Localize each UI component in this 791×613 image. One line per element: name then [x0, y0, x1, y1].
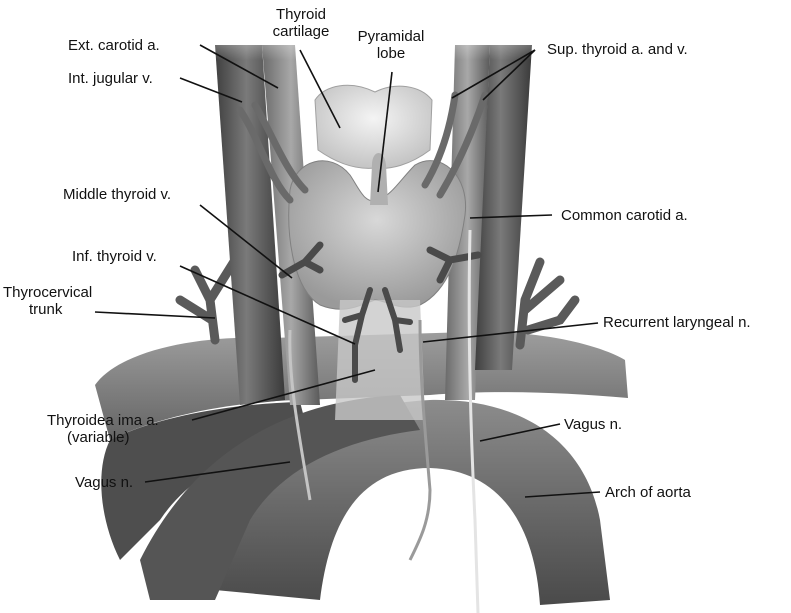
- label-thyroid-cartilage: Thyroid cartilage: [246, 6, 356, 40]
- label-thyrocervical: Thyrocervical trunk: [3, 284, 92, 318]
- label-inf-thyroid: Inf. thyroid v.: [72, 248, 157, 265]
- label-ext-carotid: Ext. carotid a.: [68, 37, 160, 54]
- label-arch-of-aorta: Arch of aorta: [605, 484, 691, 501]
- label-int-jugular: Int. jugular v.: [68, 70, 153, 87]
- label-vagus-left: Vagus n.: [75, 474, 133, 491]
- thyrocervical-branches-left: [180, 260, 235, 340]
- label-middle-thyroid: Middle thyroid v.: [63, 186, 171, 203]
- thyroid-cartilage-shape: [315, 85, 432, 168]
- label-vagus-right: Vagus n.: [564, 416, 622, 433]
- label-recurrent-laryngeal: Recurrent laryngeal n.: [603, 314, 751, 331]
- label-thyroidea-ima: Thyroidea ima a. (variable): [47, 412, 159, 446]
- label-common-carotid: Common carotid a.: [561, 207, 688, 224]
- label-pyramidal-lobe: Pyramidal lobe: [345, 28, 437, 62]
- thyrocervical-branches-right: [520, 262, 575, 345]
- label-sup-thyroid: Sup. thyroid a. and v.: [547, 41, 688, 58]
